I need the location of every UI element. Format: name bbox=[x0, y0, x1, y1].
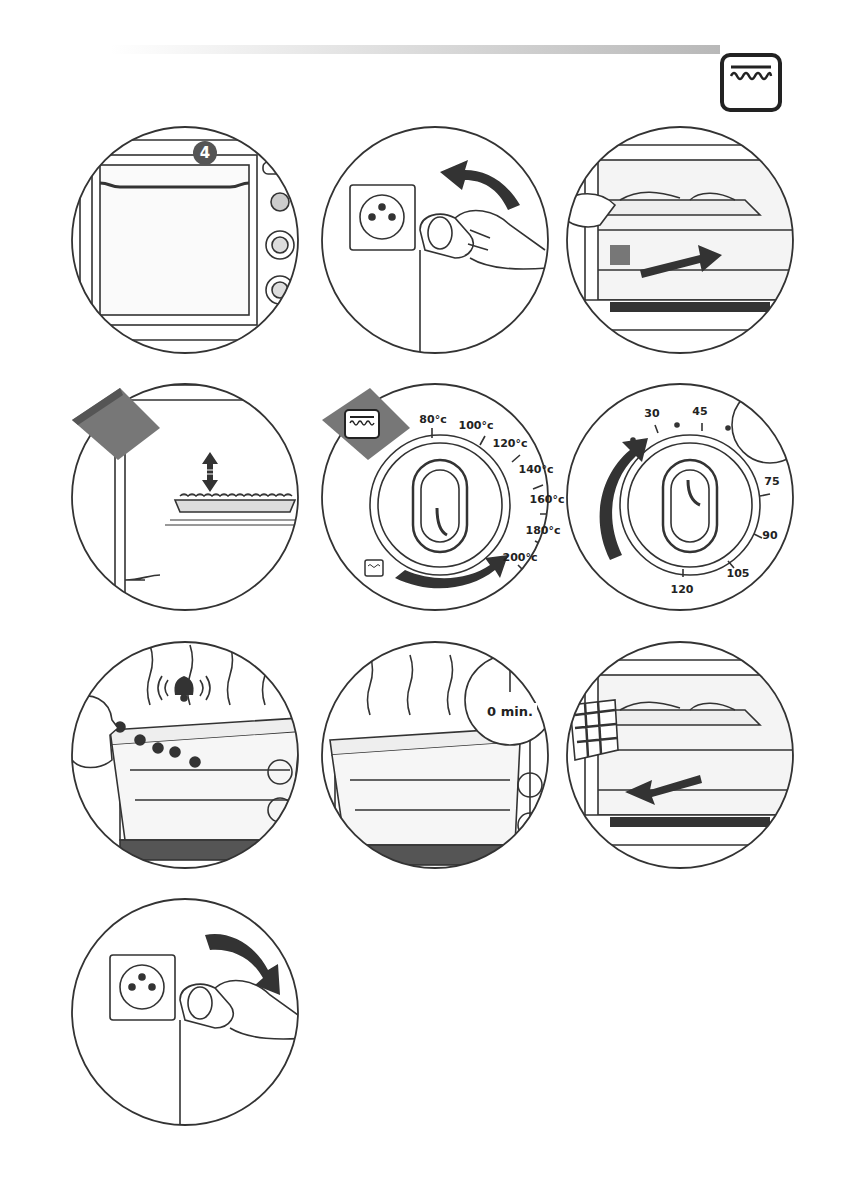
remove-tray bbox=[570, 660, 815, 845]
shelf-number: 4 bbox=[193, 141, 218, 166]
temperature-mark: 160°c bbox=[530, 494, 565, 506]
timer-end bbox=[330, 655, 555, 865]
minute-mark: 30 bbox=[644, 408, 659, 420]
corner-badges bbox=[72, 388, 410, 460]
temperature-mark: 100°c bbox=[459, 420, 494, 432]
insert-tray bbox=[560, 145, 815, 330]
time-text: 0 min. bbox=[487, 705, 533, 719]
minute-mark: 105 bbox=[727, 568, 750, 580]
temperature-mark: 140°c bbox=[519, 464, 554, 476]
temperature-dial bbox=[365, 428, 550, 588]
header-bar bbox=[110, 45, 720, 54]
temperature-mark: 200°c bbox=[503, 552, 538, 564]
minute-mark: 90 bbox=[762, 530, 777, 542]
unplug bbox=[110, 934, 308, 1130]
minute-mark: 120 bbox=[671, 584, 694, 596]
timer-dial bbox=[600, 387, 808, 577]
callout-number: 4 bbox=[200, 145, 210, 162]
minute-mark: 75 bbox=[764, 476, 779, 488]
step-circles bbox=[72, 127, 793, 1125]
temperature-mark: 180°c bbox=[526, 525, 561, 537]
minute-mark: 45 bbox=[692, 406, 707, 418]
temperature-mark: 80°c bbox=[419, 414, 446, 426]
temperature-mark: 120°c bbox=[493, 438, 528, 450]
oven-front bbox=[80, 140, 305, 340]
plug-in bbox=[350, 160, 548, 360]
timer-readout: 0 min. bbox=[483, 703, 537, 721]
preheat-bell bbox=[72, 645, 310, 860]
oven-icon bbox=[722, 55, 780, 110]
